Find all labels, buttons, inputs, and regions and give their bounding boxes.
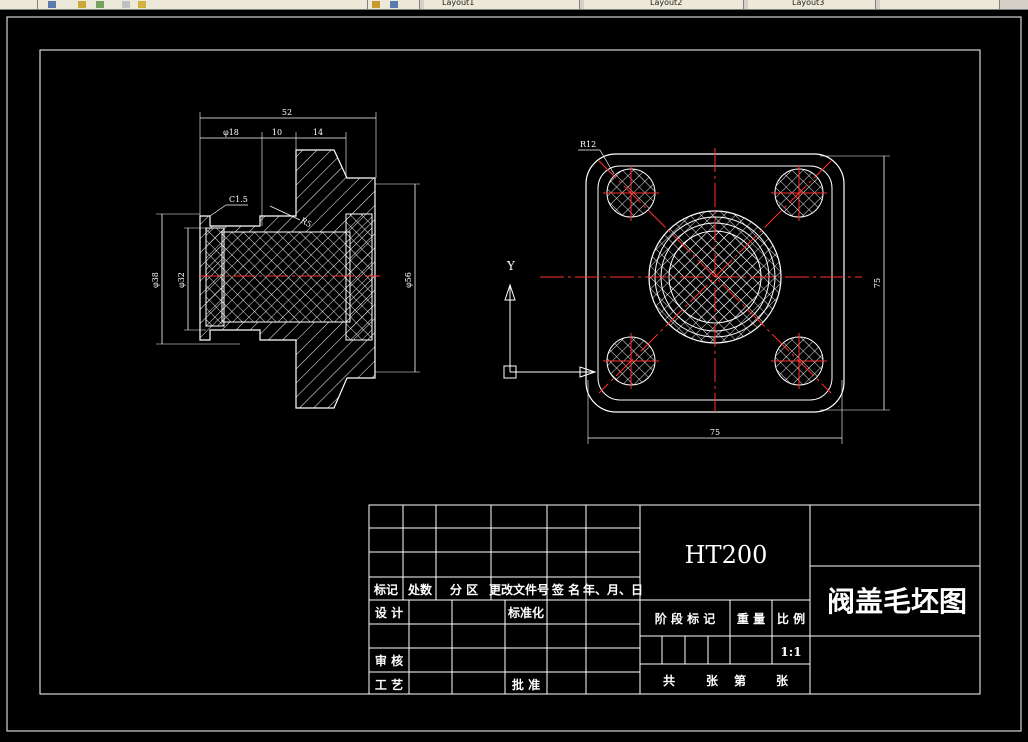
label-sheet-unit-1: 张	[706, 673, 719, 688]
header-date: 年、月、日	[583, 582, 643, 597]
label-reviewer: 审 核	[375, 653, 403, 668]
label-approval: 批 准	[512, 677, 540, 692]
dim-text-phi56: φ56	[404, 272, 413, 288]
header-zone: 分 区	[450, 582, 478, 597]
ucs-y-label: Y	[506, 259, 516, 273]
label-sheet-num: 第	[734, 673, 746, 688]
dim-text-overall: 52	[282, 108, 292, 117]
layer-state-icon[interactable]	[372, 1, 380, 8]
header-change-doc: 更改文件号	[489, 582, 549, 597]
tab-layout3[interactable]: Layout3	[748, 0, 876, 9]
label-weight: 重 量	[737, 611, 765, 626]
toolbar-icons-segment	[38, 0, 368, 9]
folder-icon[interactable]	[138, 1, 146, 8]
label-scale: 比 例	[777, 611, 805, 626]
outer-sheet-border	[6, 16, 1022, 732]
dim-text-height75: 75	[873, 278, 882, 288]
ucs-x-arrow	[579, 366, 597, 378]
dim-text-r12: R12	[580, 140, 596, 149]
label-standardization: 标准化	[507, 605, 544, 620]
bushing-left	[205, 227, 225, 327]
lock-icon[interactable]	[122, 1, 130, 8]
cad-drawing: 52 φ18 10 14 C1.5 R5 φ38 φ32 φ56	[6, 16, 1022, 732]
label-sheet-unit-2: 张	[776, 673, 789, 688]
drawing-title: 阀盖毛坯图	[827, 585, 967, 618]
toolbar-right-icons	[368, 0, 420, 9]
tab-layout2[interactable]: Layout2	[584, 0, 744, 9]
dim-text-len10: 10	[272, 128, 282, 137]
header-mark: 标记	[373, 582, 398, 597]
value-scale: 1:1	[780, 645, 801, 659]
tab-layout2-label: Layout2	[650, 0, 683, 7]
dim-text-width75: 75	[710, 428, 720, 437]
title-block	[368, 504, 981, 695]
tab-layout1-label: Layout1	[442, 0, 475, 7]
dim-text-chamfer: C1.5	[229, 195, 248, 204]
sun-icon[interactable]	[96, 1, 104, 8]
end-view: R12 75 75	[540, 140, 890, 444]
leader-chamfer-arrow	[209, 204, 227, 217]
dim-text-len14: 14	[313, 128, 323, 137]
ucs-origin-box	[503, 365, 517, 379]
tab-layout3-label: Layout3	[792, 0, 825, 7]
dim-text-phi32: φ32	[177, 272, 186, 288]
ucs-y-arrow	[504, 283, 516, 301]
layer-previous-icon[interactable]	[390, 1, 398, 8]
label-sheet-total: 共	[663, 673, 675, 688]
centerline-diagonal-2	[598, 160, 832, 394]
material-code: HT200	[685, 541, 768, 569]
ucs-icon: Y	[503, 259, 597, 379]
bore-crosshatch	[222, 232, 350, 322]
label-process: 工 艺	[375, 677, 403, 692]
centerline-diagonal-1	[598, 160, 832, 394]
dim-text-phi38: φ38	[151, 272, 160, 288]
leader-r12-arrow	[599, 149, 615, 175]
drawing-canvas[interactable]: 52 φ18 10 14 C1.5 R5 φ38 φ32 φ56	[0, 10, 1028, 738]
label-stage-mark: 阶 段 标 记	[655, 611, 716, 626]
label-designer: 设 计	[375, 605, 403, 620]
lightbulb-icon[interactable]	[78, 1, 86, 8]
layer-icon[interactable]	[48, 1, 56, 8]
cad-tab-bar: Layout1 Layout2 Layout3	[0, 0, 1028, 10]
toolbar-left-segment	[0, 0, 38, 9]
title-block-text: 标记 处数 分 区 更改文件号 签 名 年、月、日 设 计 标准化 审 核 工 …	[373, 541, 967, 692]
section-view: 52 φ18 10 14 C1.5 R5 φ38 φ32 φ56	[151, 108, 420, 409]
header-signature: 签 名	[551, 582, 580, 597]
bushing-right	[345, 213, 373, 341]
dim-text-phi18: φ18	[223, 128, 239, 137]
leader-r5	[269, 205, 301, 221]
toolbar-dropdown[interactable]	[880, 0, 1000, 9]
header-count: 处数	[407, 582, 433, 597]
tab-layout1[interactable]: Layout1	[424, 0, 580, 9]
